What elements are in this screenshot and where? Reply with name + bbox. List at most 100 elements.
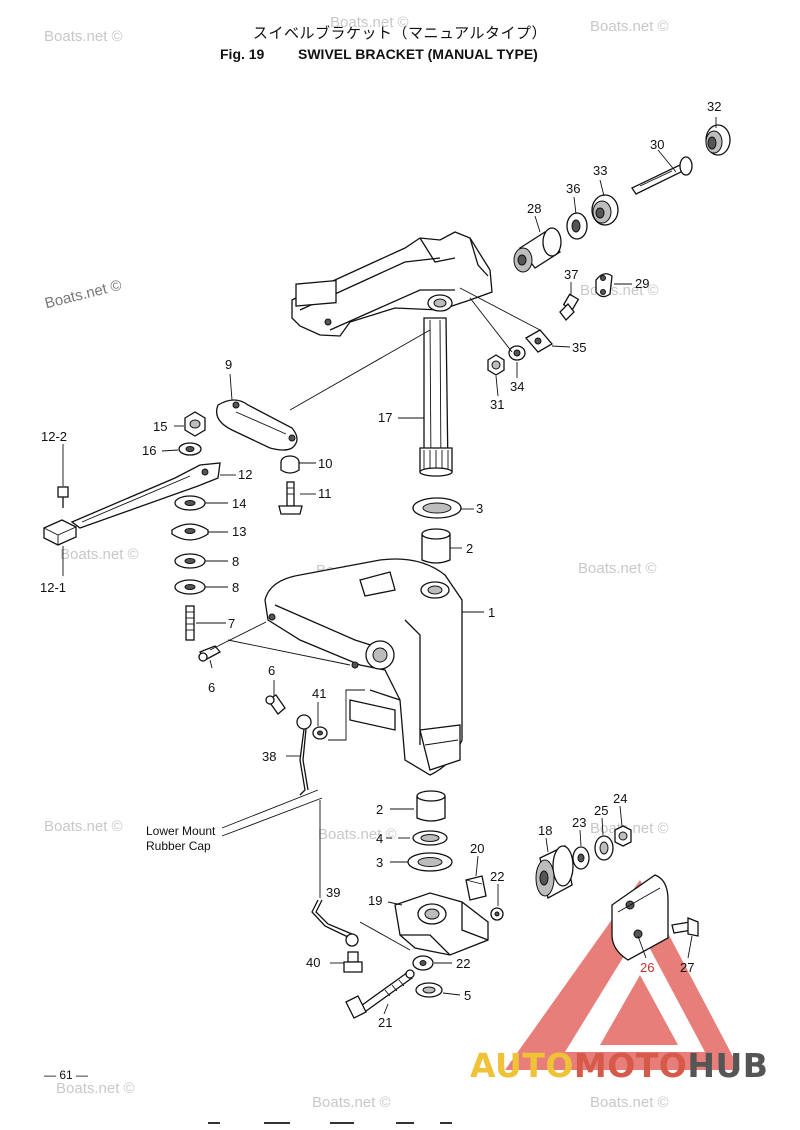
callout-29: 29 xyxy=(635,276,650,291)
part-35-plate xyxy=(524,329,554,353)
part-38-wire xyxy=(296,714,312,796)
part-18-mount xyxy=(535,845,574,899)
callout-23: 23 xyxy=(572,815,587,830)
part-25-washer xyxy=(594,835,614,861)
note-lower-mount: Lower Mount Rubber Cap xyxy=(146,824,215,854)
part-3-washer-lower xyxy=(407,852,453,872)
callout-41: 41 xyxy=(312,686,327,701)
callout-31: 31 xyxy=(490,397,505,412)
part-41-washer xyxy=(312,726,328,740)
callout-6-lower: 6 xyxy=(208,680,216,695)
part-19-lower-bracket xyxy=(394,892,489,956)
leader-lines xyxy=(62,117,717,1015)
part-16-washer xyxy=(178,442,202,456)
part-30-bolt xyxy=(631,156,693,195)
callout-12-1: 12-1 xyxy=(40,580,67,595)
bottom-rule xyxy=(440,1122,452,1124)
callout-32: 32 xyxy=(707,99,722,114)
logo-text-moto: MOTO xyxy=(573,1046,688,1085)
page-number: — 61 — xyxy=(44,1068,89,1082)
callout-27: 27 xyxy=(680,960,695,975)
part-8-washer-lower xyxy=(174,579,206,595)
part-8-washer-upper xyxy=(174,553,206,569)
logo-text-hub: HUB xyxy=(687,1046,769,1085)
part-3-washer-upper xyxy=(412,497,462,519)
part-2-bushing-upper xyxy=(421,528,451,564)
part-20-block xyxy=(465,875,487,901)
part-4-seal xyxy=(412,830,448,846)
callout-1: 1 xyxy=(488,605,496,620)
callout-22-left: 22 xyxy=(456,956,471,971)
callout-19: 19 xyxy=(368,893,383,908)
title-english: SWIVEL BRACKET (MANUAL TYPE) xyxy=(298,46,538,62)
part-6-grease-fitting-left xyxy=(198,645,222,662)
part-5-lockwasher xyxy=(415,982,443,998)
part-12-2-screw xyxy=(57,486,69,508)
watermark: Boats.net © xyxy=(578,560,657,577)
automotohub-logo-text: AUTOMOTOHUB xyxy=(470,1046,768,1085)
callout-8-upper: 8 xyxy=(232,554,240,569)
callout-30: 30 xyxy=(650,137,665,152)
part-11-bolt xyxy=(278,481,303,515)
callout-3-lower: 3 xyxy=(376,855,384,870)
callout-38: 38 xyxy=(262,749,277,764)
part-31-nut xyxy=(487,354,505,376)
callout-36: 36 xyxy=(566,181,581,196)
title-japanese: スイベルブラケット（マニュアルタイプ） xyxy=(252,24,548,42)
callout-13: 13 xyxy=(232,524,247,539)
callout-34: 34 xyxy=(510,379,525,394)
callout-39: 39 xyxy=(326,885,341,900)
part-10-bushing xyxy=(280,455,300,474)
callout-6-upper: 6 xyxy=(268,663,276,678)
callout-5: 5 xyxy=(464,988,472,1003)
callout-12: 12 xyxy=(238,467,253,482)
watermark: Boats.net © xyxy=(330,14,409,31)
watermark: Boats.net © xyxy=(590,1094,669,1111)
callout-2-lower: 2 xyxy=(376,802,384,817)
part-40-bolt xyxy=(343,951,363,973)
part-1-swivel-bracket xyxy=(264,558,463,776)
watermark: Boats.net © xyxy=(312,1094,391,1111)
callout-20: 20 xyxy=(470,841,485,856)
part-7-stud xyxy=(185,605,195,641)
callout-40: 40 xyxy=(306,955,321,970)
part-12-1-block xyxy=(43,519,77,546)
part-21-bolt xyxy=(345,969,415,1019)
watermark: Boats.net © xyxy=(590,18,669,35)
watermark: Boats.net © xyxy=(44,818,123,835)
bottom-rule xyxy=(208,1122,220,1124)
callout-16: 16 xyxy=(142,443,157,458)
watermark: Boats.net © xyxy=(60,546,139,563)
note-line-2: Rubber Cap xyxy=(146,839,211,853)
watermark: Boats.net © xyxy=(318,826,397,843)
part-9-clip xyxy=(215,399,298,451)
logo-triangle xyxy=(505,880,740,1070)
callout-26: 26 xyxy=(640,960,655,975)
part-6-grease-fitting-right xyxy=(265,694,286,715)
callout-24: 24 xyxy=(613,791,628,806)
part-17-shaft xyxy=(419,317,453,477)
callout-12-2: 12-2 xyxy=(41,429,68,444)
part-33-nut xyxy=(591,194,619,226)
callout-28: 28 xyxy=(527,201,542,216)
callout-22-right: 22 xyxy=(490,869,505,884)
callout-8-lower: 8 xyxy=(232,580,240,595)
part-22-washer-right xyxy=(490,907,504,921)
callout-4: 4 xyxy=(376,831,384,846)
callout-33: 33 xyxy=(593,163,608,178)
watermark: Boats.net © xyxy=(44,28,123,45)
part-29-plate xyxy=(595,273,613,298)
part-24-nut xyxy=(614,825,632,847)
bottom-rule xyxy=(330,1122,354,1124)
callout-10: 10 xyxy=(318,456,333,471)
part-15-nut xyxy=(184,411,206,437)
part-13-washer xyxy=(171,523,209,541)
figure-number: Fig. 19 xyxy=(220,46,265,62)
callout-17: 17 xyxy=(378,410,393,425)
tilt-arm-bracket xyxy=(291,231,493,337)
watermark: Boats.net © xyxy=(56,1080,135,1097)
bottom-rule xyxy=(264,1122,290,1124)
callout-37: 37 xyxy=(564,267,579,282)
callout-25: 25 xyxy=(594,803,609,818)
